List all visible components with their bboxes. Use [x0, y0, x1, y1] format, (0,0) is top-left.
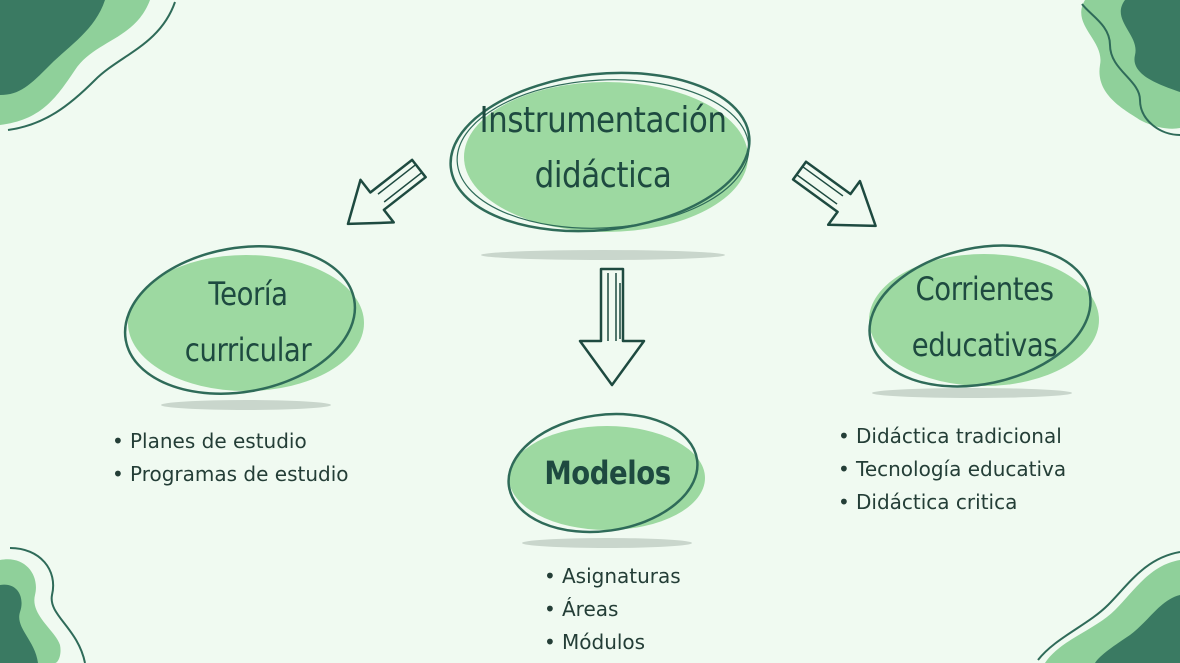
list-item: Asignaturas [544, 560, 681, 593]
root-bubble-shape [449, 71, 751, 260]
corrientes-title-line2: educativas [911, 326, 1058, 364]
down-arrow-icon [578, 267, 646, 387]
modelos-item-list: Asignaturas Áreas Módulos [544, 560, 681, 659]
list-item: Planes de estudio [112, 425, 349, 458]
down-left-arrow-icon [346, 158, 427, 226]
teoria-title-line2: curricular [184, 331, 312, 369]
root-node: Instrumentación didáctica [448, 62, 758, 267]
list-item: Didáctica critica [838, 486, 1066, 519]
teoria-curricular-node: Teoría curricular [118, 245, 378, 415]
root-title-line2: didáctica [534, 155, 672, 196]
list-item: Programas de estudio [112, 458, 349, 491]
modelos-bubble-shape [507, 412, 705, 548]
root-title-line1: Instrumentación [479, 100, 727, 141]
corrientes-bubble-shape [868, 244, 1099, 398]
corrientes-educativas-node: Corrientes educativas [862, 238, 1107, 403]
list-item: Áreas [544, 593, 681, 626]
teoria-title-line1: Teoría [208, 275, 288, 313]
list-item: Didáctica tradicional [838, 420, 1066, 453]
corrientes-item-list: Didáctica tradicional Tecnología educati… [838, 420, 1066, 519]
list-item: Tecnología educativa [838, 453, 1066, 486]
teoria-bubble-shape [123, 245, 364, 410]
modelos-node: Modelos [505, 410, 710, 555]
list-item: Módulos [544, 626, 681, 659]
corrientes-title-line1: Corrientes [915, 270, 1054, 308]
down-right-arrow-icon [791, 160, 877, 228]
teoria-item-list: Planes de estudio Programas de estudio [112, 425, 349, 491]
modelos-title: Modelos [544, 454, 671, 492]
